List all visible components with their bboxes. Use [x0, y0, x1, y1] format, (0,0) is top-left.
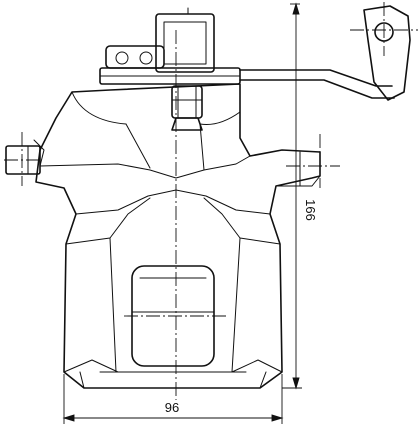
caliper-body: [35, 83, 321, 389]
parking-brake-actuator: [99, 7, 241, 85]
height-dimension-label: 166: [303, 199, 318, 221]
center-lines: [4, 2, 418, 400]
height-dimension: 166: [282, 2, 318, 390]
bleed-screw: [171, 85, 203, 131]
lever-arm: [239, 5, 411, 101]
width-dimension: 96: [62, 374, 284, 424]
width-dimension-label: 96: [165, 400, 179, 415]
